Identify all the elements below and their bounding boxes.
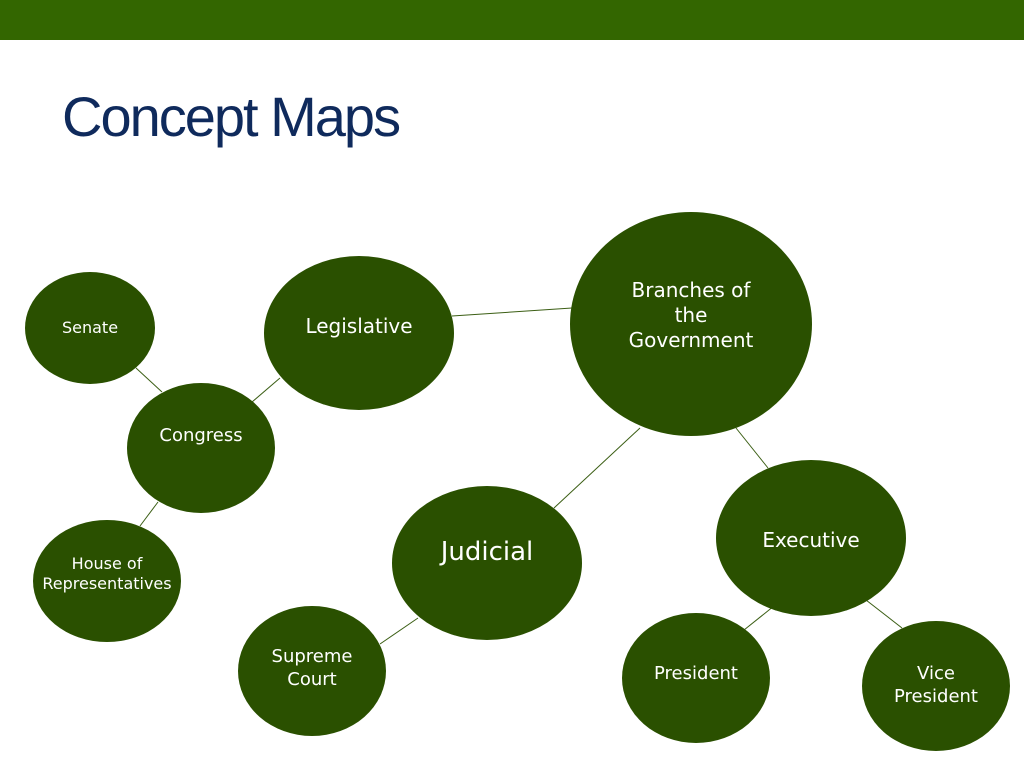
node-vice-president: Vice President [862, 621, 1010, 751]
node-label: President [654, 663, 738, 684]
edge-branches-legislative [451, 307, 573, 317]
node-label: Executive [762, 528, 860, 552]
edge-executive-president [743, 605, 775, 631]
node-senate: Senate [25, 272, 155, 384]
node-label: Legislative [305, 314, 413, 338]
edge-branches-executive [735, 427, 769, 469]
node-legislative: Legislative [264, 256, 454, 410]
node-president: President [622, 613, 770, 743]
edge-congress-senate [135, 367, 163, 393]
node-label: House of Representatives [42, 554, 172, 593]
slide-title: Concept Maps [62, 85, 401, 148]
node-label: Judicial [440, 537, 534, 567]
node-judicial: Judicial [392, 486, 582, 640]
edge-branches-judicial [553, 427, 641, 509]
node-supreme-court: Supreme Court [238, 606, 386, 736]
node-label: Vice President [894, 663, 978, 707]
node-house-of-representatives: House of Representatives [33, 520, 181, 642]
node-branches-of-the-government: Branches of the Government [570, 212, 812, 436]
node-executive: Executive [716, 460, 906, 616]
edge-legislative-congress [251, 377, 281, 403]
top-accent-bar [0, 0, 1024, 40]
node-congress: Congress [127, 383, 275, 513]
node-label: Senate [61, 318, 119, 337]
edge-executive-vice-president [865, 599, 903, 629]
edge-judicial-supreme-court [379, 617, 419, 645]
node-label: Branches of the Government [628, 278, 754, 352]
edge-congress-house [139, 501, 159, 527]
node-label: Supreme Court [271, 646, 353, 690]
node-label: Congress [159, 425, 243, 446]
